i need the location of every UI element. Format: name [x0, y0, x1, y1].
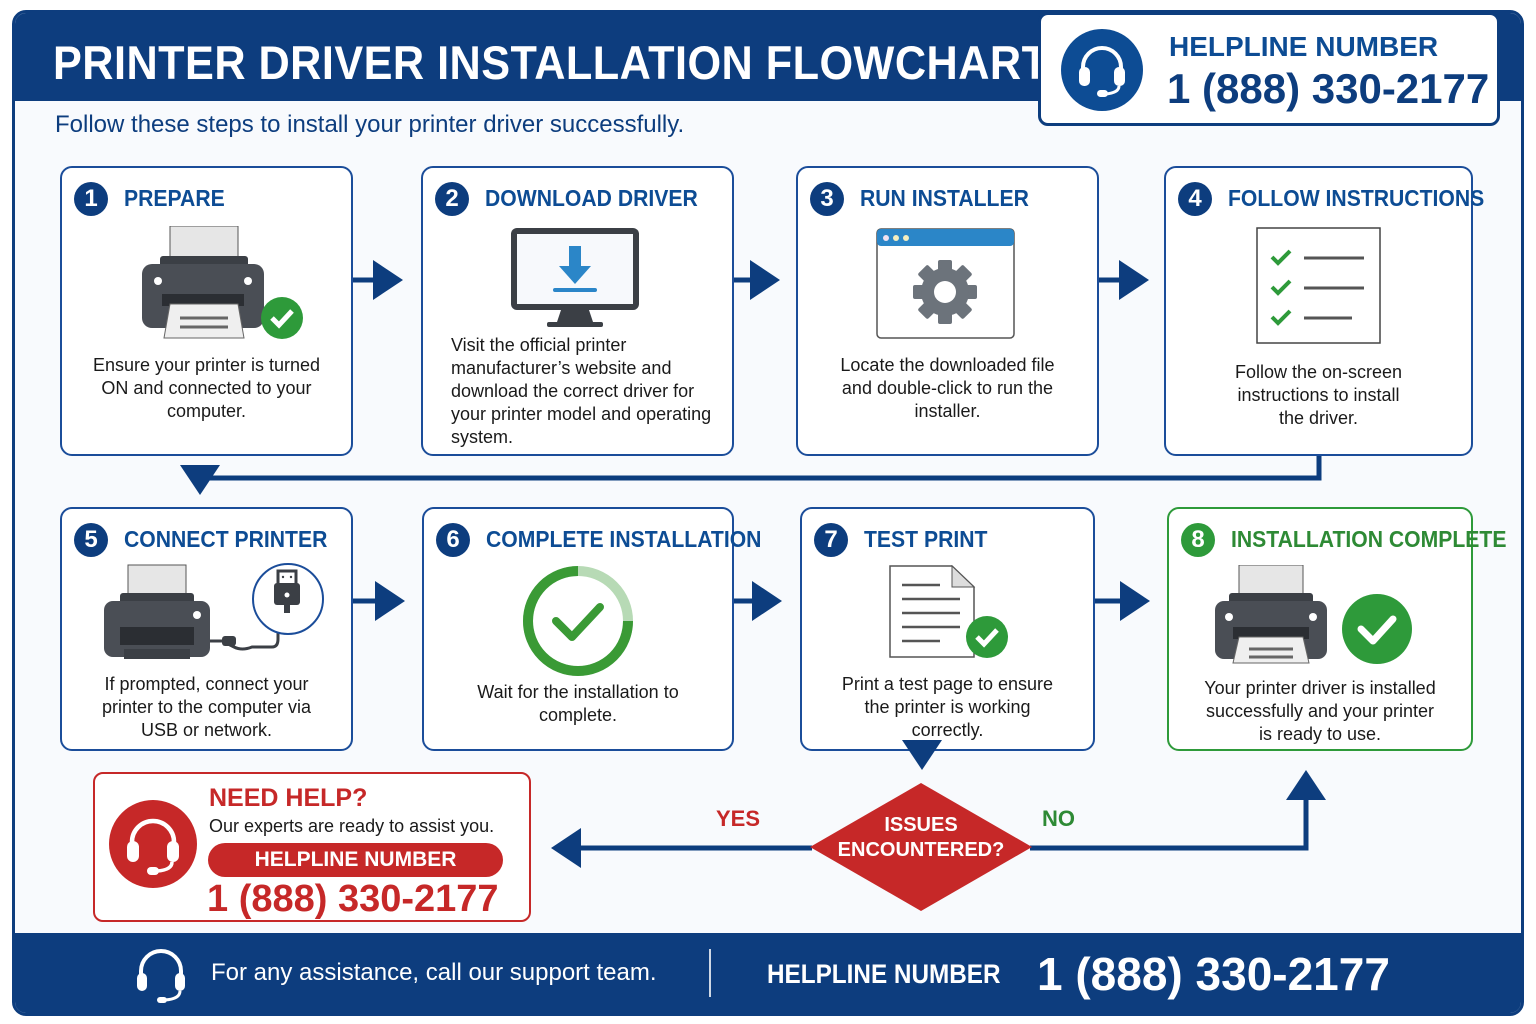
- step-number-badge: 3: [810, 182, 844, 216]
- decision-diamond: ISSUES ENCOUNTERED?: [808, 781, 1034, 913]
- footer-helpline-label: HELPLINE NUMBER: [767, 959, 1001, 989]
- step-number-badge: 8: [1181, 523, 1215, 557]
- step-number-badge: 7: [814, 523, 848, 557]
- step-title: RUN INSTALLER: [860, 185, 1029, 211]
- step-card-7: 7 TEST PRINT Print a test page to ensure…: [800, 507, 1095, 751]
- printer-usb-icon: [104, 563, 324, 659]
- decision-yes-label: YES: [716, 806, 761, 831]
- progress-check-icon: [523, 566, 633, 676]
- decision-no-label: NO: [1042, 806, 1075, 831]
- step-card-3: 3 RUN INSTALLER Locate the downloaded fi…: [796, 166, 1099, 456]
- page-subtitle: Follow these steps to install your print…: [55, 111, 685, 138]
- diamond-shape: [810, 783, 1032, 911]
- helpline-number[interactable]: 1 (888) 330-2177: [1167, 65, 1490, 112]
- step-number-badge: 1: [74, 182, 108, 216]
- helpline-pill[interactable]: HELPLINE NUMBER: [208, 843, 503, 877]
- printer-check-icon: [142, 226, 303, 339]
- helpline-label: HELPLINE NUMBER: [1169, 31, 1439, 62]
- need-help-heading: NEED HELP?: [209, 784, 368, 812]
- printer-success-icon: [1215, 565, 1412, 664]
- step-title: PREPARE: [124, 185, 225, 211]
- step-description: Visit the official printer manufacturer’…: [451, 335, 712, 447]
- step-description: Locate the downloaded file and double-cl…: [840, 355, 1055, 421]
- headset-icon: [1079, 46, 1125, 97]
- step-number-badge: 4: [1178, 182, 1212, 216]
- step-number-badge: 5: [74, 523, 108, 557]
- footer-bar: For any assistance, call our support tea…: [15, 933, 1521, 1013]
- step-card-4: 4 FOLLOW INSTRUCTIONS Follow the on-scre…: [1164, 166, 1484, 456]
- headset-icon: [127, 818, 179, 875]
- step-card-1: 1 PREPARE Ensure your printer is turned …: [60, 166, 353, 456]
- step-card-5: 5 CONNECT PRINTER If prompted, connect y…: [60, 507, 353, 751]
- step-card-8: 8 INSTALLATION COMPLETE Your printer dri…: [1167, 507, 1506, 751]
- need-help-subtext: Our experts are ready to assist you.: [209, 816, 495, 836]
- footer-helpline-number[interactable]: 1 (888) 330-2177: [1037, 948, 1390, 1000]
- step-title: DOWNLOAD DRIVER: [485, 185, 698, 211]
- document-check-icon: [889, 565, 1008, 658]
- step-description: Your printer driver is installed success…: [1204, 678, 1436, 744]
- need-help-card[interactable]: NEED HELP? Our experts are ready to assi…: [93, 772, 531, 922]
- step-title: COMPLETE INSTALLATION: [486, 526, 762, 552]
- headset-icon: [137, 949, 185, 1003]
- step-title: CONNECT PRINTER: [124, 526, 328, 552]
- step-title: TEST PRINT: [864, 526, 988, 552]
- need-help-number[interactable]: 1 (888) 330-2177: [207, 878, 499, 920]
- decision-line-2: ENCOUNTERED?: [837, 839, 1005, 861]
- step-title: FOLLOW INSTRUCTIONS: [1228, 185, 1485, 211]
- step-description: Print a test page to ensure the printer …: [841, 674, 1054, 740]
- step-number-badge: 6: [436, 523, 470, 557]
- step-title: INSTALLATION COMPLETE: [1231, 526, 1507, 552]
- headset-icon-badge: [109, 800, 197, 888]
- monitor-download-icon: [511, 228, 639, 327]
- page-title: PRINTER DRIVER INSTALLATION FLOWCHART: [53, 36, 1049, 89]
- step-card-2: 2 DOWNLOAD DRIVER Visit the official pri…: [421, 166, 734, 456]
- decision-question: ISSUES ENCOUNTERED?: [808, 813, 1034, 863]
- step-description: Ensure your printer is turned ON and con…: [92, 355, 321, 421]
- step-description: Follow the on-screen instructions to ins…: [1234, 362, 1403, 428]
- installer-window-gear-icon: [876, 228, 1015, 339]
- footer-divider: [709, 949, 711, 997]
- step-description: Wait for the installation to complete.: [477, 682, 679, 725]
- headset-icon-badge: [1061, 29, 1143, 111]
- decision-line-1: ISSUES: [884, 814, 958, 836]
- footer-message: For any assistance, call our support tea…: [211, 959, 657, 986]
- helpline-card-top[interactable]: HELPLINE NUMBER 1 (888) 330-2177: [1038, 12, 1500, 126]
- step-number-badge: 2: [435, 182, 469, 216]
- step-card-6: 6 COMPLETE INSTALLATION Wait for the ins…: [422, 507, 761, 751]
- checklist-icon: [1256, 227, 1381, 344]
- step-description: If prompted, connect your printer to the…: [101, 674, 312, 740]
